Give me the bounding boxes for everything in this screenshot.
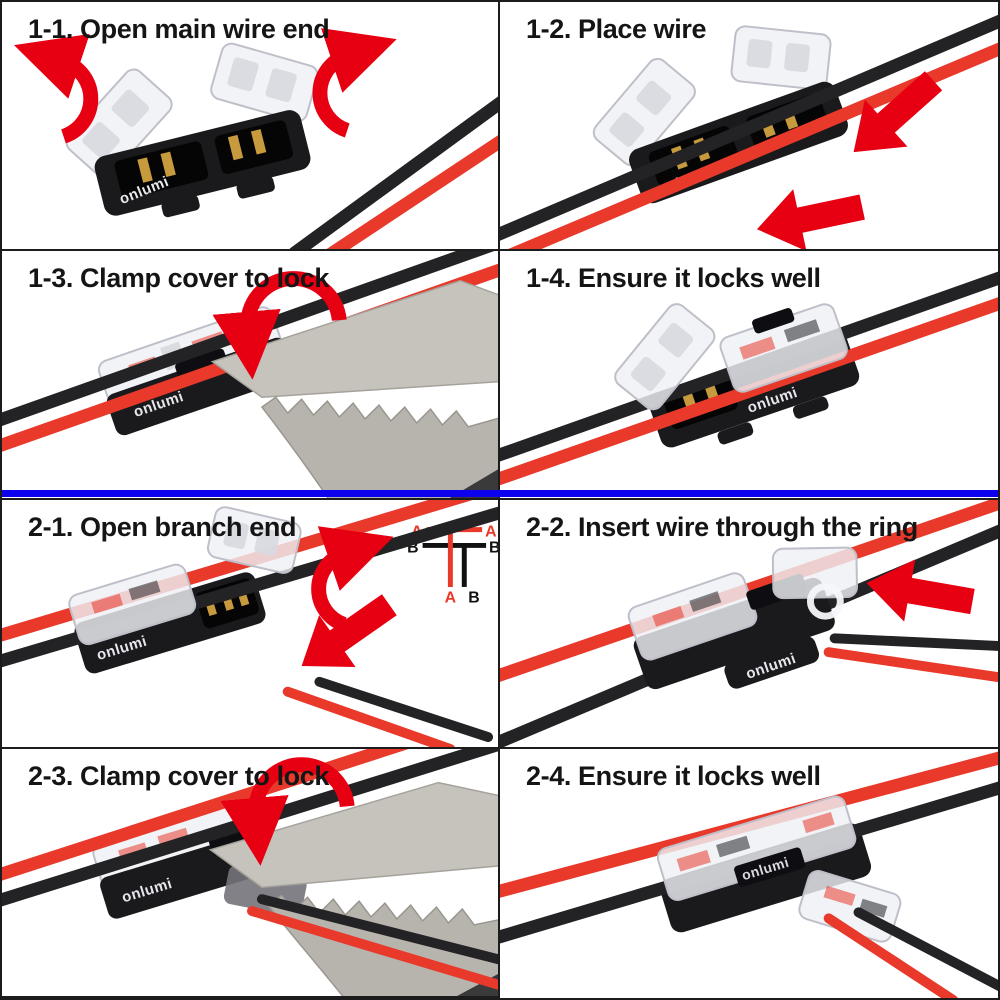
step-panel-1-3: onlumi 1-3. Clamp cover to lock xyxy=(2,251,500,500)
branch-wires xyxy=(823,907,998,998)
connector-illustration: onlumi xyxy=(65,42,319,218)
step-title-1-3: 1-3. Clamp cover to lock xyxy=(28,263,330,293)
step-2-1-illustration: A B A B A B xyxy=(2,500,498,747)
svg-text:B: B xyxy=(468,590,479,607)
open-arrow-left-icon xyxy=(14,34,99,144)
section-divider-line xyxy=(2,490,998,497)
step-title-1-2: 1-2. Place wire xyxy=(526,14,707,44)
svg-text:A: A xyxy=(485,524,497,541)
clamp-arrow-icon xyxy=(220,757,355,866)
open-arrow-right-icon xyxy=(312,28,397,138)
pliers-illustration xyxy=(210,279,498,498)
step-panel-2-1: A B A B A B xyxy=(2,500,500,749)
step-title-2-3: 2-3. Clamp cover to lock xyxy=(28,761,330,791)
main-wires xyxy=(289,96,498,249)
step-title-1-4: 1-4. Ensure it locks well xyxy=(526,263,821,293)
connector-covers: onlumi xyxy=(68,506,302,664)
step-panel-2-4: onlumi 2-4. Ensure it locks well xyxy=(500,749,998,998)
place-arrow-icon xyxy=(750,176,869,249)
connector-illustration: onlumi xyxy=(627,546,859,690)
svg-text:B: B xyxy=(407,539,418,556)
step-panel-1-2: onlumi 1-2. Place wire xyxy=(500,2,998,251)
branch-wires xyxy=(823,633,998,683)
step-1-3-illustration: onlumi xyxy=(2,251,498,498)
step-title-2-4: 2-4. Ensure it locks well xyxy=(526,761,821,791)
svg-text:A: A xyxy=(445,590,457,607)
clamp-arrow-icon xyxy=(212,271,347,380)
open-arrow-icon xyxy=(311,526,394,632)
step-panel-2-3: onlumi 2-3. Clamp cover to lock xyxy=(2,749,500,998)
step-2-2-illustration: onlumi xyxy=(500,500,998,747)
step-2-3-illustration: onlumi xyxy=(2,749,498,996)
step-panel-1-1: onlumi 1-1. Open main wire end xyxy=(2,2,500,251)
step-panel-1-4: onlumi 1-4. Ensure it locks well xyxy=(500,251,998,500)
step-panel-2-2: onlumi 2-2. Insert wire through the ring xyxy=(500,500,998,749)
branch-wires xyxy=(282,676,494,747)
insert-arrow-icon xyxy=(283,578,408,692)
branch-wires xyxy=(247,894,498,990)
step-title-2-1: 2-1. Open branch end xyxy=(28,512,297,542)
svg-text:B: B xyxy=(489,539,498,556)
step-2-4-illustration: onlumi xyxy=(500,751,998,998)
step-1-4-illustration: onlumi xyxy=(500,271,998,486)
step-title-1-1: 1-1. Open main wire end xyxy=(28,14,330,44)
step-1-2-illustration: onlumi xyxy=(500,14,998,249)
step-1-1-illustration: onlumi xyxy=(14,28,498,249)
step-title-2-2: 2-2. Insert wire through the ring xyxy=(526,512,918,542)
t-wiring-inset-diagram: A B A B A B xyxy=(407,524,498,607)
